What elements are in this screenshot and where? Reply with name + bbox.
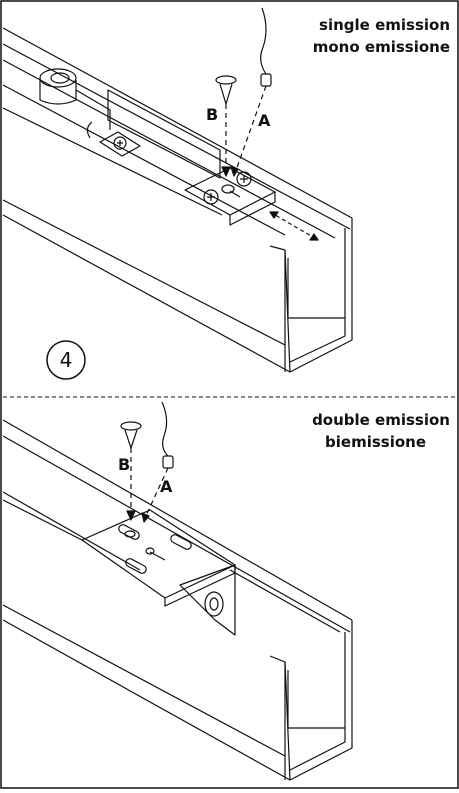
bottom-panel	[2, 401, 353, 781]
pin-b-stem	[124, 429, 138, 449]
profile-end-face	[269, 620, 353, 781]
keyhole-center	[145, 547, 155, 555]
step-number: 4	[60, 348, 73, 372]
profile-end-channel	[287, 670, 345, 729]
profile-end-face	[269, 218, 353, 373]
plate-slot-2	[170, 534, 192, 550]
center-plate-side	[229, 192, 276, 226]
profile-channel-far-line	[2, 84, 286, 236]
wire-loop	[86, 121, 93, 139]
keyhole-tail	[229, 190, 241, 198]
end-cap-arm	[75, 89, 111, 130]
screw-center-1-slot	[207, 193, 215, 201]
screw-center-1	[203, 189, 219, 205]
driver-box	[179, 564, 236, 636]
profile-top-edge-outer	[2, 27, 353, 219]
profile-face-line	[2, 604, 286, 757]
screw-left-1	[113, 136, 127, 150]
profile-top-edge-inner	[2, 43, 351, 230]
double-plate-side	[164, 565, 236, 607]
inner-channel	[107, 89, 221, 179]
cable-a-connector	[162, 455, 174, 469]
screw-center-2	[236, 171, 252, 187]
profile-lip-left	[2, 491, 141, 571]
profile-channel-line	[2, 499, 83, 541]
top-title-line1: single emission	[319, 16, 450, 34]
bracket-plate-left	[99, 131, 141, 157]
insert-path-a	[143, 467, 169, 521]
step-circle	[46, 340, 86, 380]
pin-b-stem	[219, 83, 233, 105]
profile-top-edge-inner	[2, 435, 351, 633]
pin-b-head	[215, 75, 237, 85]
end-cap-hole	[50, 72, 70, 84]
pin-b-head	[120, 421, 142, 431]
insert-path-a	[233, 85, 267, 177]
plate-slot-1	[118, 524, 140, 540]
slide-arrow-head-right	[309, 233, 319, 241]
screw-center-2-slot	[240, 175, 248, 183]
keyhole-top	[124, 530, 136, 538]
profile-channel-near-line	[2, 107, 223, 216]
keyhole-slot	[221, 184, 235, 194]
insert-arrow-b	[221, 166, 231, 177]
profile-lip-right	[229, 569, 341, 633]
profile-bottom-edge	[2, 619, 291, 781]
profile-end-channel	[287, 258, 345, 319]
insert-arrow-a	[141, 512, 150, 523]
bottom-title-line2: biemissione	[325, 433, 426, 451]
top-label-a: A	[258, 111, 271, 130]
cable-a	[260, 7, 267, 75]
insert-arrow-b	[126, 510, 136, 521]
top-label-b: B	[206, 105, 218, 124]
top-title-line2: mono emissione	[313, 38, 450, 56]
top-panel	[2, 7, 353, 373]
cable-a	[161, 401, 169, 457]
profile-lip-line	[2, 59, 336, 239]
driver-round-cap	[204, 591, 224, 617]
bottom-title-line1: double emission	[312, 411, 450, 429]
profile-end-inner	[289, 632, 346, 771]
profile-end-inner	[289, 228, 346, 363]
profile-top-edge-outer	[2, 419, 353, 621]
profile-bottom-edge	[2, 214, 291, 373]
slide-arrow-head-left	[269, 211, 279, 219]
screw-left-1-slot	[117, 140, 123, 146]
bottom-label-b: B	[118, 455, 130, 474]
end-cap-block	[39, 80, 77, 105]
end-cap-top	[39, 68, 77, 88]
insert-arrow-a	[230, 166, 239, 177]
cable-a-connector	[260, 73, 272, 87]
slide-arrow-line	[269, 211, 319, 241]
profile-face-line	[2, 199, 286, 346]
plate-slot-3	[125, 558, 147, 574]
bottom-label-a: A	[160, 477, 173, 496]
driver-round-cap-inner	[209, 597, 219, 611]
